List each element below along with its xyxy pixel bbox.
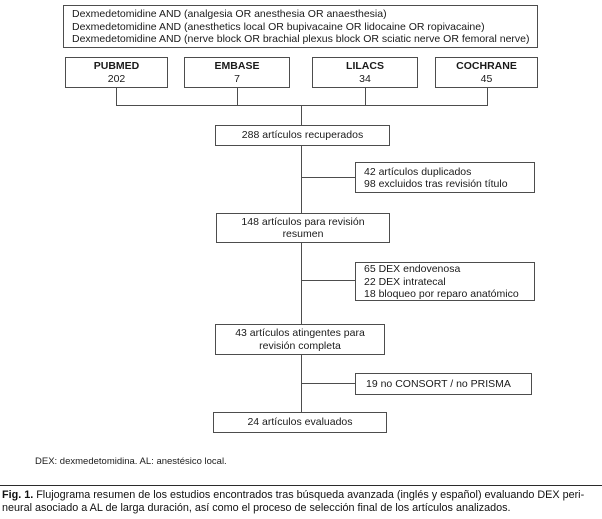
exclusion-line: 18 bloqueo por reparo anatómico bbox=[364, 288, 519, 301]
flow-box-text: 148 artículos para revisión bbox=[241, 215, 365, 228]
connector-branch-excluded-title bbox=[301, 177, 355, 178]
connector-branch-excluded-full bbox=[301, 383, 355, 384]
database-count: 7 bbox=[234, 72, 240, 85]
search-query-box: Dexmedetomidine AND (analgesia OR anesth… bbox=[63, 5, 538, 48]
database-name: COCHRANE bbox=[456, 60, 517, 72]
connector-stub-pubmed bbox=[116, 88, 117, 106]
database-count: 45 bbox=[480, 72, 493, 85]
database-count: 34 bbox=[359, 72, 371, 85]
exclusion-line: 98 excluidos tras revisión título bbox=[364, 178, 508, 190]
flow-box-text: resumen bbox=[282, 228, 324, 240]
figure-label: Fig. 1. bbox=[2, 489, 34, 501]
database-name: PUBMED bbox=[93, 60, 140, 72]
figure-caption-text1: Flujograma resumen de los estudios encon… bbox=[33, 489, 585, 501]
database-box-pubmed: PUBMED 202 bbox=[65, 57, 168, 88]
connector-stub-embase bbox=[237, 88, 238, 106]
database-name: EMBASE bbox=[214, 60, 260, 72]
exclusion-line: 42 artículos duplicados bbox=[364, 165, 472, 178]
database-box-lilacs: LILACS 34 bbox=[312, 57, 418, 88]
figure-caption-text2: neural asociado a AL de larga duración, … bbox=[2, 502, 511, 514]
database-box-cochrane: COCHRANE 45 bbox=[435, 57, 538, 88]
flow-box-full-review: 43 artículos atingentes para revisión co… bbox=[215, 324, 385, 355]
exclusion-line: 19 no CONSORT / no PRISMA bbox=[366, 378, 511, 391]
exclusion-box-after-abstract: 65 DEX endovenosa 22 DEX intratecal 18 b… bbox=[355, 262, 535, 301]
exclusion-line: 65 DEX endovenosa bbox=[364, 263, 461, 276]
connector-horizontal-collector bbox=[116, 105, 488, 106]
flow-box-text: 24 artículos evaluados bbox=[247, 416, 353, 429]
connector-stub-cochrane bbox=[487, 88, 488, 106]
connector-trunk-2 bbox=[301, 146, 302, 213]
connector-stub-lilacs bbox=[365, 88, 366, 106]
search-query-line: Dexmedetomidine AND (anesthetics local O… bbox=[72, 20, 485, 33]
flow-box-evaluated: 24 artículos evaluados bbox=[213, 412, 387, 433]
exclusion-box-after-title: 42 artículos duplicados 98 excluidos tra… bbox=[355, 162, 535, 193]
exclusion-line: 22 DEX intratecal bbox=[364, 275, 446, 288]
connector-trunk-3 bbox=[301, 243, 302, 324]
flow-box-abstract-review: 148 artículos para revisión resumen bbox=[216, 213, 390, 243]
database-box-embase: EMBASE 7 bbox=[184, 57, 290, 88]
figure-caption-line1: Fig. 1. Flujograma resumen de los estudi… bbox=[2, 489, 584, 501]
flow-box-retrieved: 288 artículos recuperados bbox=[215, 125, 390, 146]
connector-trunk-1 bbox=[301, 105, 302, 125]
flow-box-text: 288 artículos recuperados bbox=[241, 129, 364, 142]
search-query-line: Dexmedetomidine AND (analgesia OR anesth… bbox=[72, 8, 387, 21]
figure-caption: Fig. 1. Flujograma resumen de los estudi… bbox=[2, 489, 601, 515]
database-name: LILACS bbox=[346, 60, 384, 72]
flow-box-text: revisión completa bbox=[259, 339, 341, 352]
caption-divider bbox=[0, 485, 602, 486]
search-query-line: Dexmedetomidine AND (nerve block OR brac… bbox=[72, 33, 530, 46]
database-count: 202 bbox=[107, 72, 126, 85]
abbreviations-footnote: DEX: dexmedetomidina. AL: anestésico loc… bbox=[35, 456, 227, 467]
exclusion-box-after-full: 19 no CONSORT / no PRISMA bbox=[355, 373, 532, 395]
connector-branch-excluded-abstract bbox=[301, 280, 355, 281]
flow-box-text: 43 artículos atingentes para bbox=[235, 327, 365, 339]
